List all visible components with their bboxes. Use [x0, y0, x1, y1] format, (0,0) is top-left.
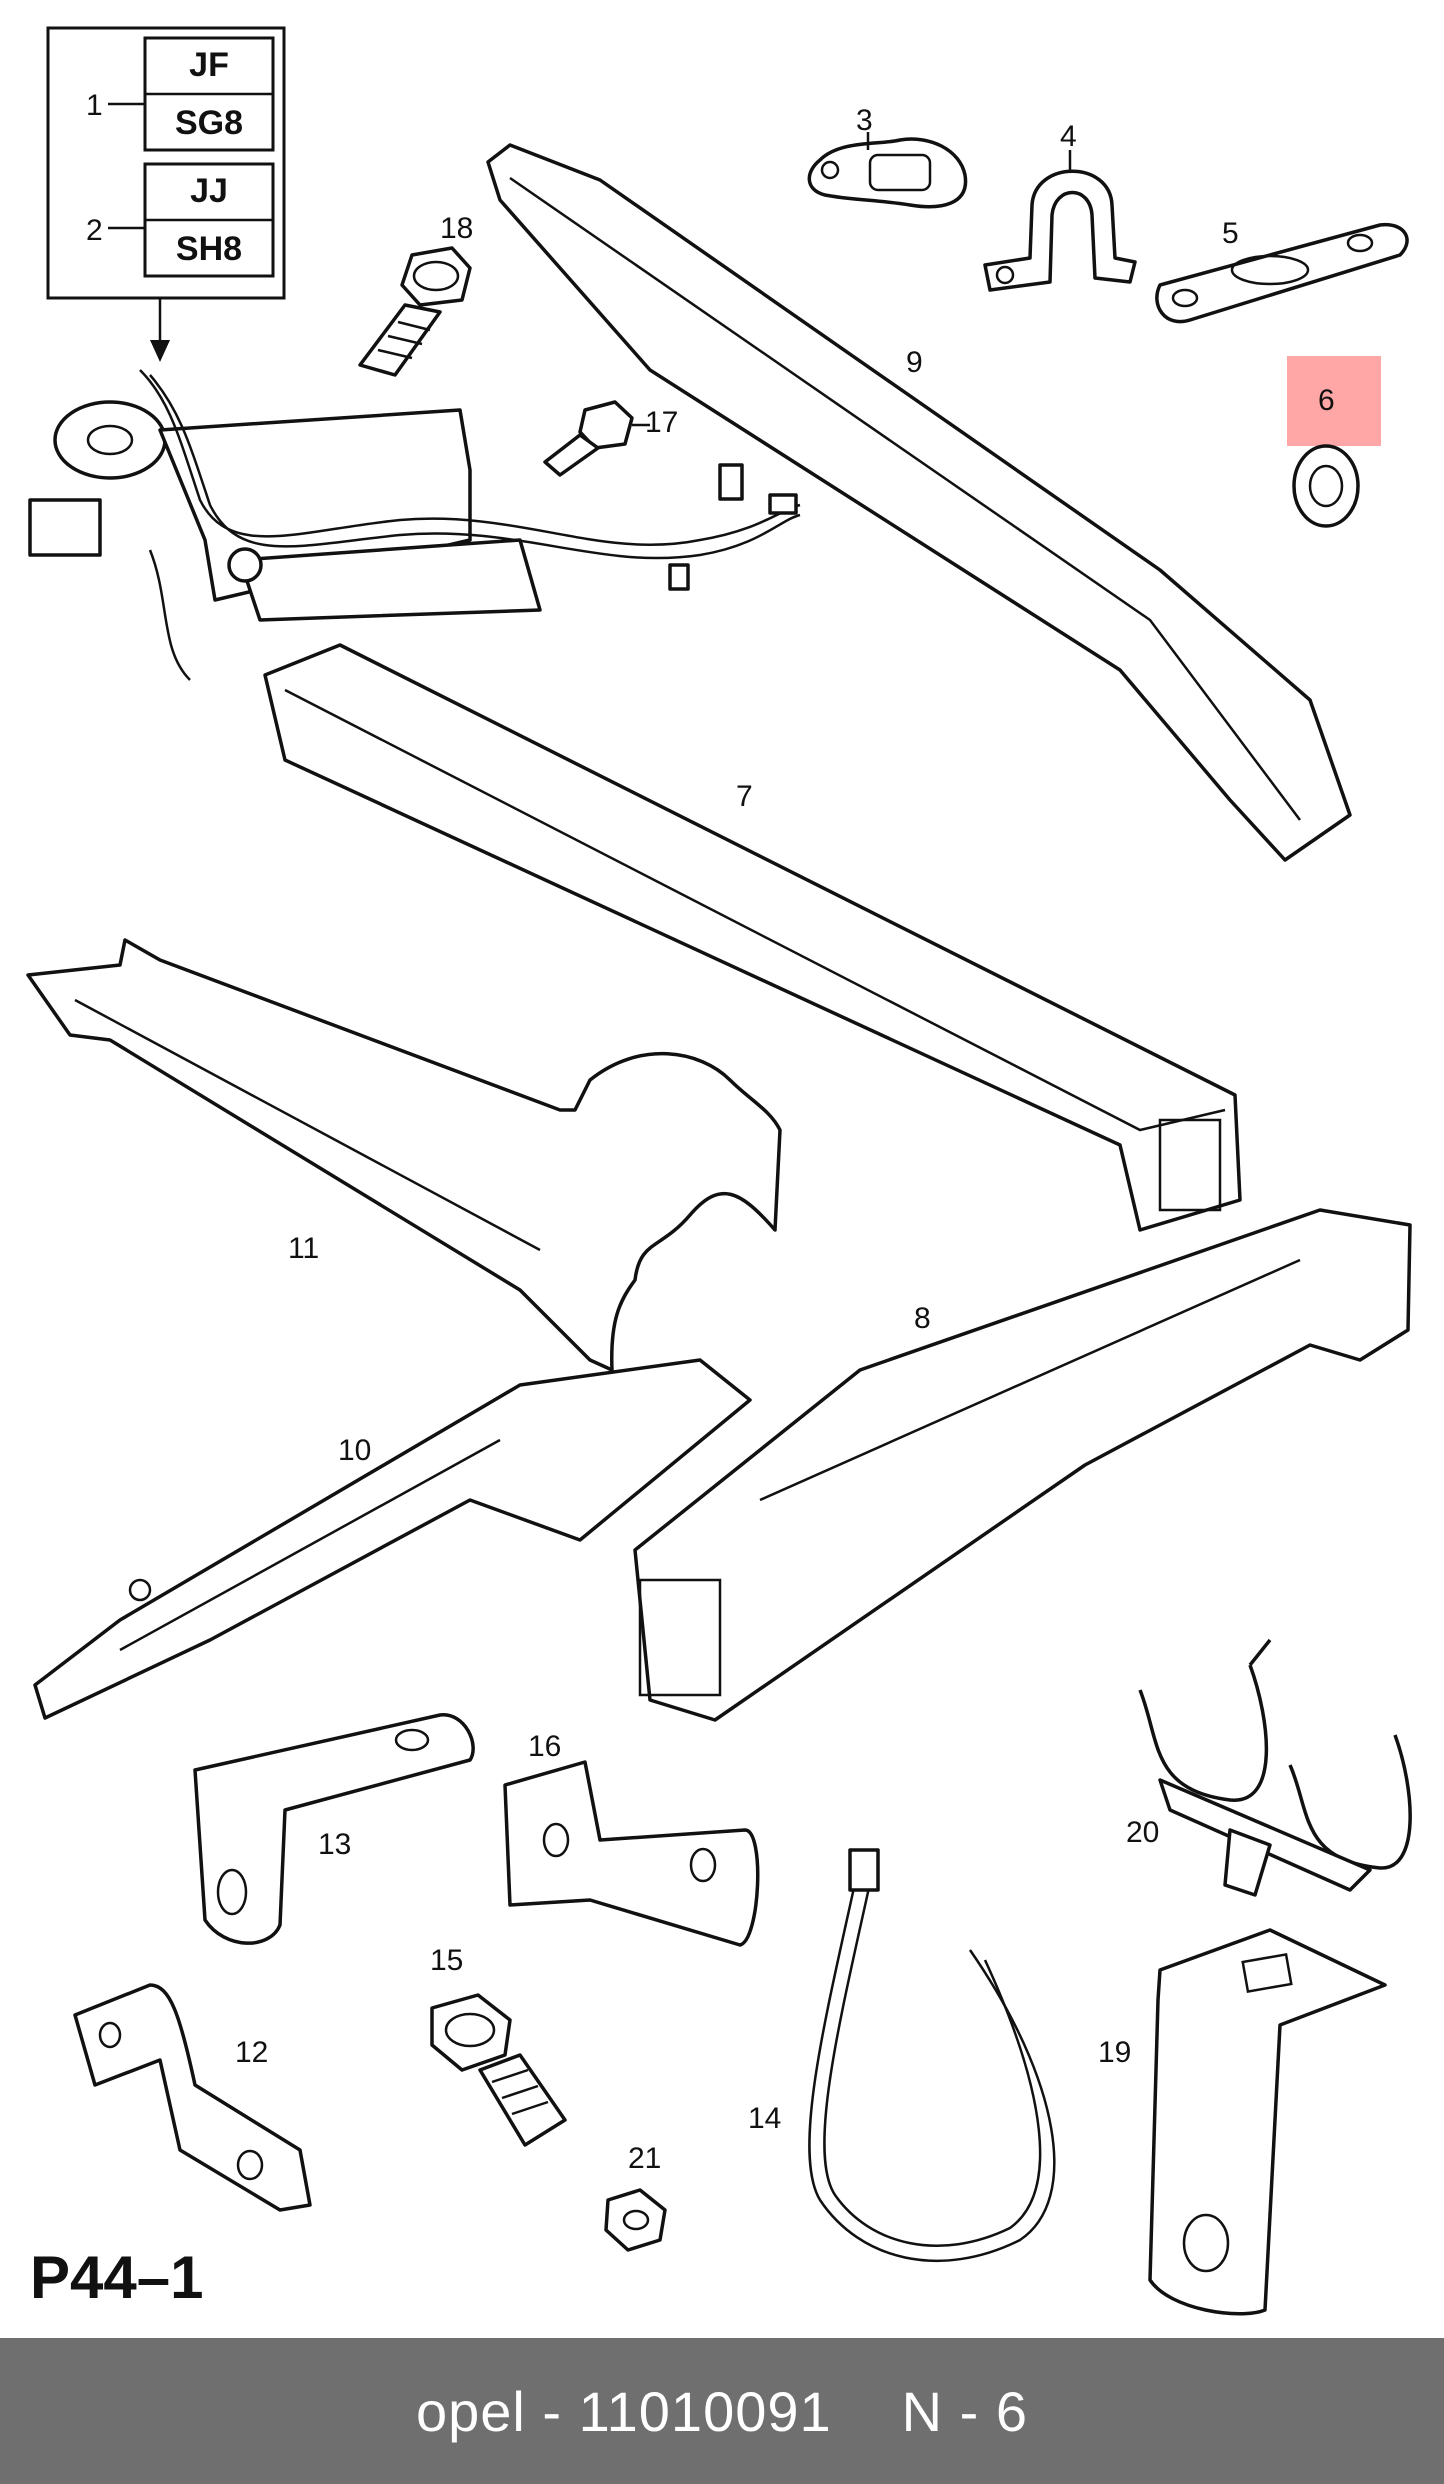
footer-part-number: 11010091 [578, 2379, 832, 2443]
callout-10: 10 [338, 1434, 371, 1467]
callout-7: 7 [736, 780, 753, 813]
wiring-harness-drawing [28, 369, 801, 681]
part-5-plate: 5 [1155, 217, 1409, 324]
legend-box: JF SG8 JJ SH8 1 2 [46, 26, 286, 362]
part-16-l-bracket: 16 [503, 1730, 760, 1947]
part-12-small-bracket: 12 [73, 1983, 312, 2212]
part-10-bracket: 10 [33, 1358, 752, 1720]
callout-15: 15 [430, 1944, 463, 1977]
callout-16: 16 [528, 1730, 561, 1763]
part-13-angle-bracket: 13 [193, 1713, 475, 1945]
callout-13: 13 [318, 1828, 351, 1861]
part-15-hex-bolt: 15 [430, 1944, 567, 2147]
page-code: P44–1 [30, 2244, 204, 2311]
part-6-washer: 6 [1287, 356, 1381, 528]
legend-code-1b: SG8 [175, 104, 243, 142]
footer-position-label: N - 6 [901, 2379, 1028, 2443]
part-21-nut: 21 [604, 2142, 667, 2252]
callout-11: 11 [288, 1232, 319, 1265]
callout-17: 17 [645, 406, 678, 439]
legend-number-2: 2 [86, 214, 103, 247]
legend-code-2b: SH8 [176, 230, 242, 268]
highlight-box [1287, 356, 1381, 446]
callout-4: 4 [1060, 120, 1077, 153]
callout-3: 3 [856, 104, 873, 137]
footer-caption: opel - 11010091 N - 6 [0, 2338, 1444, 2484]
part-11-bracket: 11 [26, 938, 782, 1372]
callout-9: 9 [906, 346, 923, 379]
legend-code-1a: JF [189, 46, 229, 84]
callout-19: 19 [1098, 2036, 1131, 2069]
part-4-clamp: 4 [983, 120, 1137, 292]
callout-12: 12 [235, 2036, 268, 2069]
callout-5: 5 [1222, 217, 1239, 250]
part-9-channel: 9 [486, 143, 1352, 862]
callout-20: 20 [1126, 1816, 1159, 1849]
part-14-cable-tie: 14 [748, 1848, 1056, 2262]
callout-21: 21 [628, 2142, 661, 2175]
part-8-member: 8 [633, 1208, 1412, 1722]
callout-6: 6 [1318, 384, 1335, 417]
part-19-tab-bracket: 19 [1098, 1928, 1387, 2316]
part-7-rail: 7 [263, 643, 1242, 1232]
footer-separator: - [542, 2379, 563, 2443]
part-17-bolt: 17 [543, 400, 678, 477]
parts-diagram: JF SG8 JJ SH8 1 2 18 17 [26, 26, 1412, 2316]
footer-brand: opel [415, 2379, 526, 2443]
legend-code-2a: JJ [190, 172, 228, 210]
legend-number-1: 1 [86, 89, 103, 122]
callout-14: 14 [748, 2102, 781, 2135]
part-18-bolt: 18 [358, 212, 473, 377]
callout-8: 8 [914, 1302, 931, 1335]
part-20-clip: 20 [1126, 1638, 1412, 1897]
part-3-gasket: 3 [807, 104, 968, 209]
callout-18: 18 [440, 212, 473, 245]
